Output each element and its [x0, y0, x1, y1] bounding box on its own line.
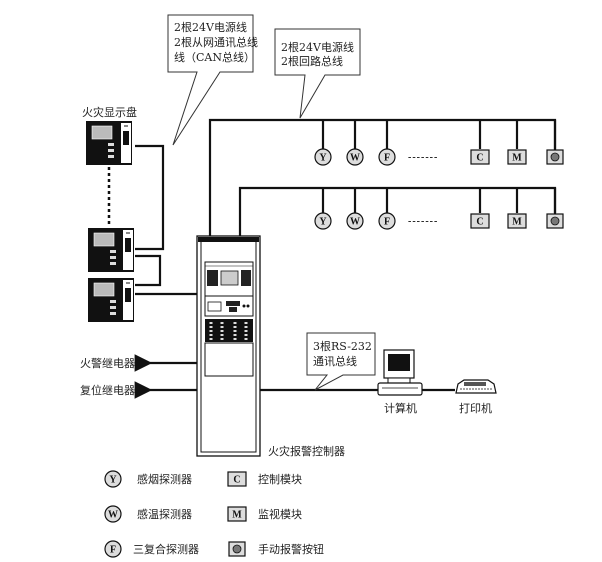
terminal-dot	[233, 326, 237, 328]
terminal-dot	[220, 322, 224, 324]
loop-device-row-2: Y W F C M -------	[314, 188, 564, 230]
svg-text:W: W	[108, 510, 118, 521]
terminal-dot	[244, 338, 248, 340]
terminal-dot	[233, 322, 237, 324]
terminal-dot	[244, 334, 248, 336]
terminal-dot	[220, 330, 224, 332]
terminal-dot	[244, 326, 248, 328]
multi-sensor-detector-icon: F	[378, 212, 396, 230]
heat-detector-icon: W	[346, 148, 364, 166]
terminal-dot	[209, 338, 213, 340]
loop-bus-2	[238, 186, 557, 238]
terminal-dot	[220, 334, 224, 336]
svg-text:C: C	[476, 153, 483, 164]
callout-display-bus-line2: 2根从网通讯总线	[174, 35, 258, 49]
device-ellipsis: -------	[408, 152, 438, 163]
heat-detector-icon: W	[346, 212, 364, 230]
monitor-module-icon: M	[507, 213, 527, 229]
svg-text:W: W	[350, 217, 360, 228]
control-module-icon: C	[470, 213, 490, 229]
terminal-dot	[220, 326, 224, 328]
device-ellipsis: -------	[408, 216, 438, 227]
smoke-detector-icon: Y	[314, 148, 332, 166]
svg-text:Y: Y	[319, 153, 327, 164]
svg-text:Y: Y	[109, 475, 117, 486]
fire-display-panel-label: 火灾显示盘	[82, 105, 137, 119]
svg-text:M: M	[512, 217, 522, 228]
svg-text:F: F	[384, 153, 390, 164]
callout-display-bus: 2根24V电源线 2根从网通讯总线 线（CAN总线）	[167, 14, 258, 146]
fire-display-panel-3[interactable]	[88, 278, 134, 322]
terminal-dot	[209, 322, 213, 324]
legend-control-module-icon: C	[227, 471, 247, 487]
callout-loop-bus-line1: 2根24V电源线	[281, 40, 354, 54]
callout-rs232: 3根RS-232 通讯总线	[306, 332, 376, 391]
computer-label: 计算机	[384, 401, 417, 415]
terminal-dot	[220, 338, 224, 340]
callout-loop-bus-line2: 2根回路总线	[281, 54, 343, 68]
svg-text:Y: Y	[319, 217, 327, 228]
svg-text:C: C	[233, 475, 240, 486]
manual-call-point-icon	[546, 213, 564, 229]
callout-display-bus-line3: 线（CAN总线）	[174, 50, 255, 64]
manual-call-point-icon	[546, 149, 564, 165]
fire-alarm-relay-label: 火警继电器	[80, 356, 135, 370]
monitor-module-icon: M	[507, 149, 527, 165]
legend-multi-sensor-detector-icon: F	[104, 540, 122, 558]
terminal-dot	[244, 330, 248, 332]
fire-display-panel-2[interactable]	[88, 228, 134, 272]
callout-loop-bus: 2根24V电源线 2根回路总线	[274, 28, 361, 119]
display-bus-wiring	[135, 144, 198, 296]
loop-device-row-1: Y W F C M -------	[314, 120, 564, 166]
smoke-detector-icon: Y	[314, 212, 332, 230]
legend-label: 三复合探测器	[133, 542, 199, 556]
legend-label: 感温探测器	[137, 508, 192, 521]
legend-monitor-module-icon: M	[227, 506, 247, 522]
legend-label: 控制模块	[258, 472, 302, 486]
legend-label: 手动报警按钮	[258, 542, 324, 556]
terminal-dot	[233, 330, 237, 332]
multi-sensor-detector-icon: F	[378, 148, 396, 166]
svg-text:C: C	[476, 217, 483, 228]
callout-rs232-line1: 3根RS-232	[313, 339, 372, 353]
controller-label: 火灾报警控制器	[268, 444, 345, 458]
reset-relay-label: 复位继电器	[80, 383, 135, 397]
legend-label: 监视模块	[258, 507, 302, 521]
terminal-dot	[209, 334, 213, 336]
legend-label: 感烟探测器	[137, 472, 192, 486]
fire-display-panel-1[interactable]	[86, 121, 132, 165]
callout-display-bus-line1: 2根24V电源线	[174, 20, 247, 34]
printer-icon[interactable]	[455, 379, 497, 394]
terminal-dot	[209, 326, 213, 328]
computer-icon[interactable]	[377, 349, 423, 396]
svg-text:M: M	[512, 153, 522, 164]
terminal-dot	[244, 322, 248, 324]
svg-text:W: W	[350, 153, 360, 164]
printer-label: 打印机	[459, 401, 492, 415]
callout-rs232-line2: 通讯总线	[313, 354, 357, 368]
fire-alarm-controller[interactable]	[196, 235, 261, 457]
svg-text:F: F	[384, 217, 390, 228]
control-module-icon: C	[470, 149, 490, 165]
legend-smoke-detector-icon: Y	[104, 470, 122, 488]
terminal-dot	[209, 330, 213, 332]
svg-text:M: M	[232, 510, 242, 521]
terminal-dot	[233, 338, 237, 340]
legend-heat-detector-icon: W	[104, 505, 122, 523]
terminal-dot	[233, 334, 237, 336]
svg-text:F: F	[110, 545, 116, 556]
legend-manual-call-point-icon	[228, 541, 246, 557]
